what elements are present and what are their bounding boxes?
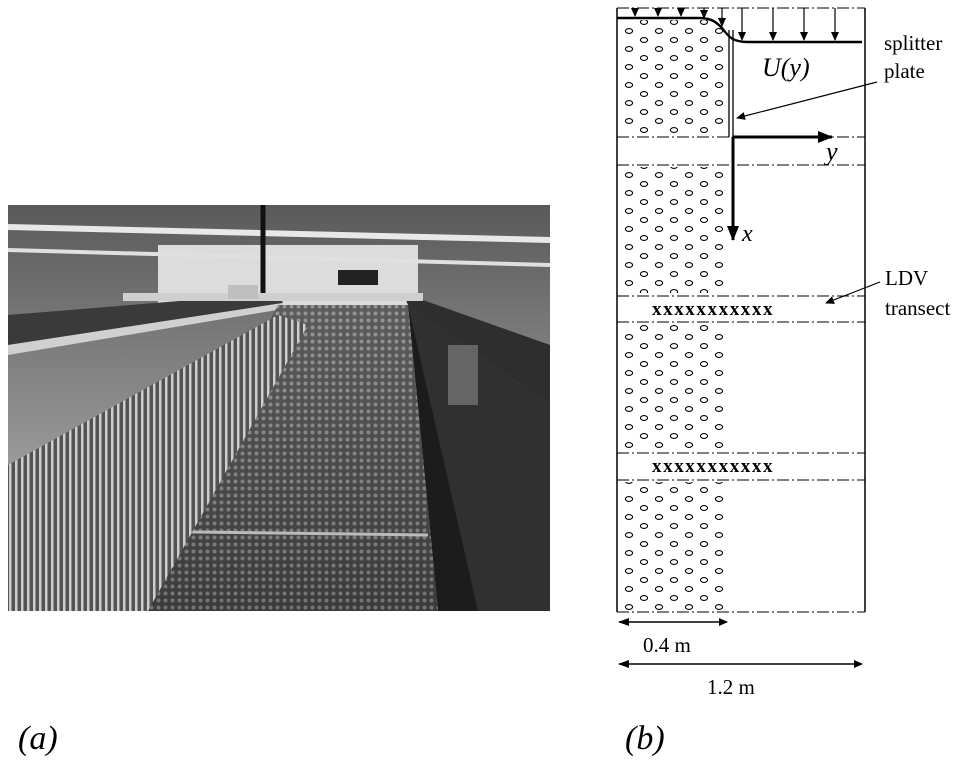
- velocity-label: U(y): [762, 53, 810, 82]
- vegetation-region-1: [623, 20, 728, 136]
- ldv-label-line2: transect: [885, 296, 950, 320]
- flume-photograph: [8, 205, 550, 611]
- x-axis-label: x: [741, 221, 753, 247]
- ldv-transect-marks-lower: xxxxxxxxxxx: [652, 456, 774, 477]
- vegetation-dowel-regions: [623, 20, 728, 610]
- splitter-pointer-arrow: [736, 81, 878, 120]
- velocity-arrows: [631, 8, 839, 41]
- splitter-label-line1: splitter: [884, 31, 942, 55]
- splitter-plate: [728, 30, 734, 137]
- dimension-vegetation-label: 0.4 m: [643, 633, 691, 657]
- ldv-transect-marks-upper: xxxxxxxxxxx: [652, 299, 774, 320]
- photo-left-rail: [8, 293, 283, 345]
- dimension-total-label: 1.2 m: [707, 675, 755, 699]
- vegetation-region-2: [623, 167, 723, 293]
- vegetation-region-3: [623, 324, 723, 450]
- panel-label-b: (b): [625, 720, 665, 757]
- photo-window: [338, 270, 378, 285]
- photo-dowel-array: [8, 315, 308, 611]
- splitter-label-line2: plate: [884, 59, 925, 83]
- y-axis-label: y: [823, 137, 838, 166]
- vegetation-region-4: [623, 482, 723, 610]
- panel-label-a: (a): [18, 720, 58, 757]
- photo-carriage: [123, 293, 423, 301]
- ldv-label-line1: LDV: [885, 266, 928, 290]
- ldv-pointer-arrow: [825, 281, 881, 304]
